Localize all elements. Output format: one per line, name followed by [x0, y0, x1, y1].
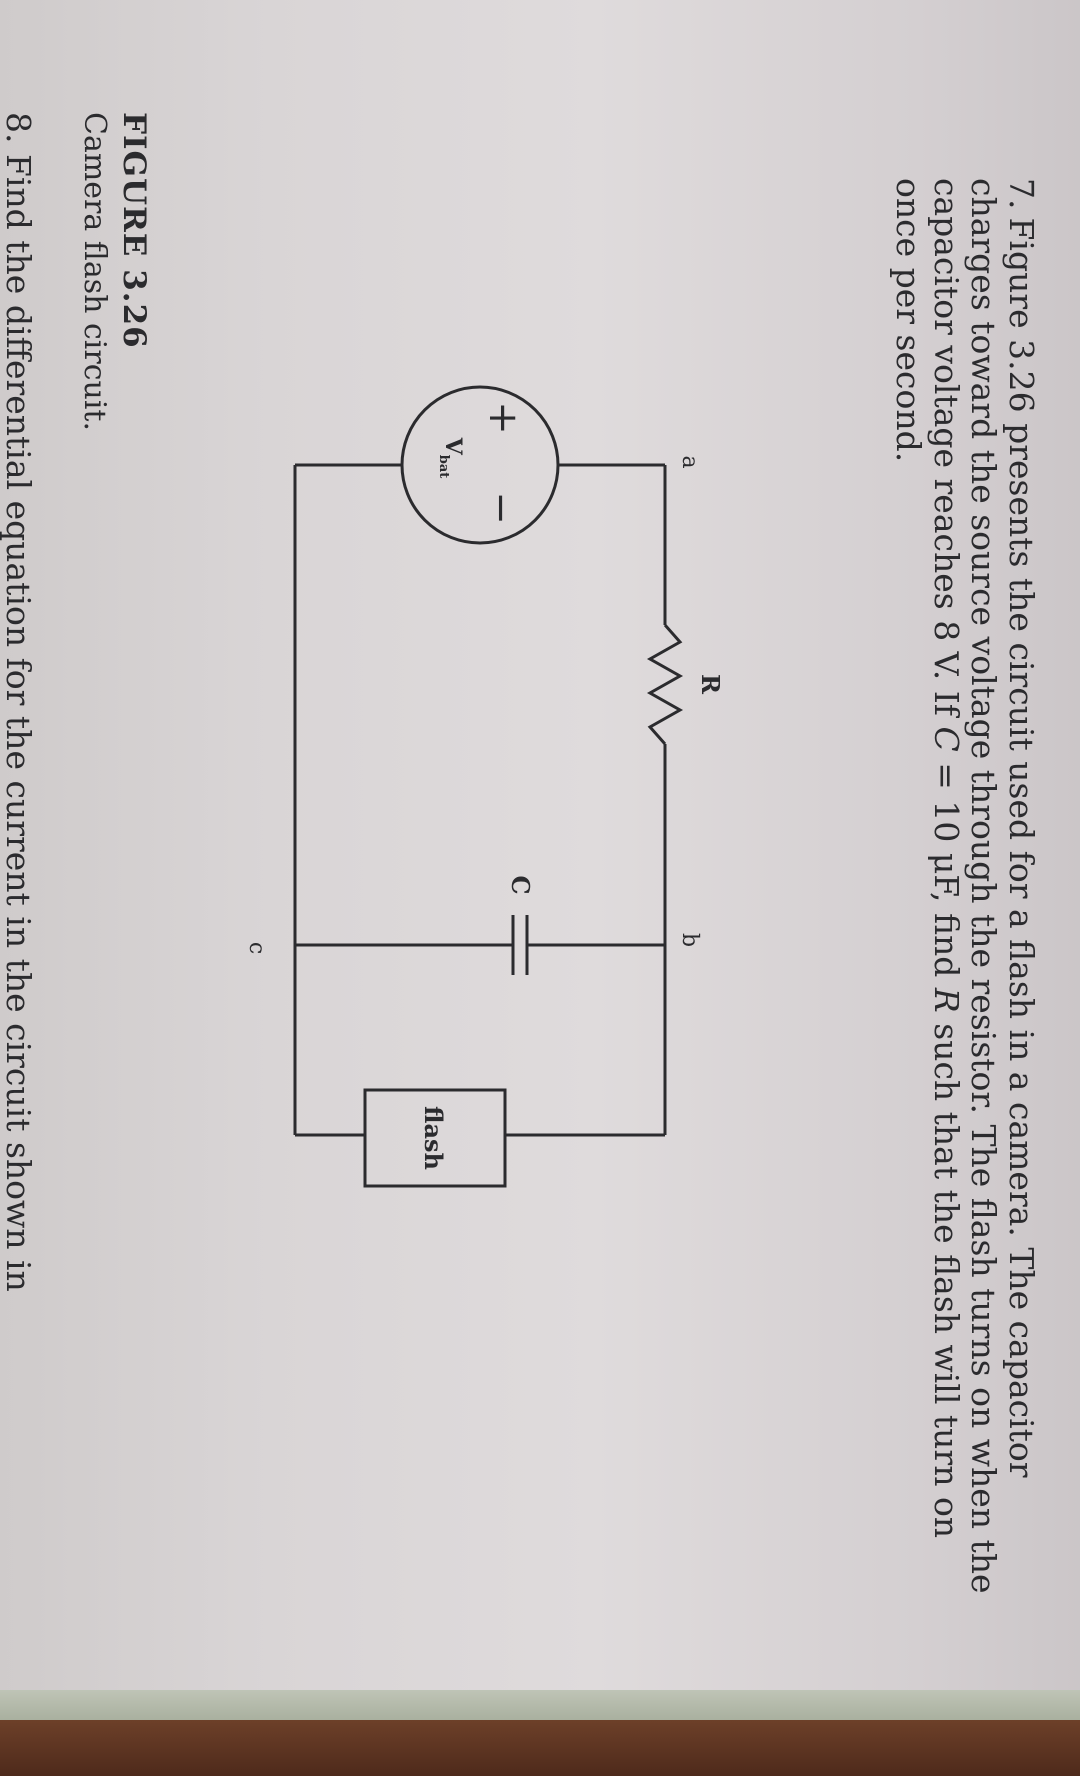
next-problem-fragment: 8. Find the differential equation for th…: [0, 112, 38, 1292]
flash-label: flash: [419, 1106, 448, 1170]
flash-box: [363, 1088, 507, 1188]
capacitor-label: C: [506, 875, 535, 894]
resistor-symbol: [646, 624, 684, 745]
figure-title: FIGURE 3.26: [116, 112, 152, 349]
resistor-label: R: [696, 674, 725, 695]
figure-caption: Camera flash circuit.: [77, 112, 112, 431]
desk-surface: [0, 1720, 1080, 1776]
node-a-label: a: [677, 455, 702, 468]
source-voltage-label: Vbat: [436, 437, 466, 479]
book-page: [0, 0, 1080, 1700]
page-edge-strip: [0, 1690, 1080, 1720]
node-c-label: c: [244, 942, 269, 954]
node-b-label: b: [677, 933, 702, 947]
source-plus-label: +: [480, 401, 526, 435]
source-minus-label: −: [478, 491, 524, 525]
